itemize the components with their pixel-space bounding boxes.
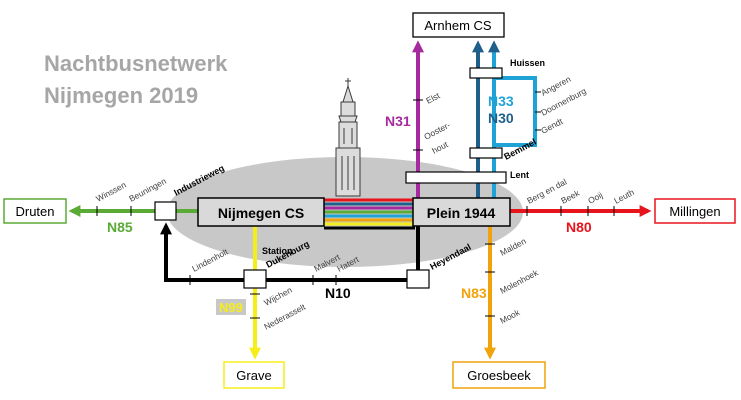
line-label-n85: N85 (107, 219, 133, 235)
hub-plein-1944: Plein 1944 (427, 205, 496, 221)
terminal-druten: Druten (15, 204, 54, 219)
hub-nijmegen-cs: Nijmegen CS (218, 205, 304, 221)
stop-molenhoek: Molenhoek (498, 267, 540, 296)
stop-box-heyendaal (406, 269, 430, 289)
stop-lindenholt: Lindenholt (190, 246, 230, 274)
stop-winssen: Winssen (94, 180, 128, 204)
stop-box-huissen (469, 67, 503, 79)
terminal-box-druten (3, 198, 67, 224)
terminal-groesbeek: Groesbeek (467, 368, 531, 383)
line-label-n99: N99 (219, 300, 243, 315)
stop-elst: Elst (424, 90, 442, 106)
line-label-n99-bg (216, 299, 246, 315)
hub-box-plein-1944 (412, 197, 511, 227)
stop-box-station-dukenburg (243, 269, 267, 289)
title-line-2: Nijmegen 2019 (44, 83, 199, 108)
node-huissen: Huissen (510, 58, 545, 68)
hub-box-nijmegen-cs (197, 197, 325, 227)
line-label-n10: N10 (325, 285, 351, 301)
terminal-box-groesbeek (452, 361, 546, 389)
stop-beuningen: Beuningen (127, 176, 168, 204)
church-tower-icon (335, 78, 361, 197)
line-n10-path (160, 222, 420, 282)
stop-wijchen: Wijchen (262, 285, 294, 308)
stop-box-bemmel (469, 147, 503, 159)
stop-mook: Mook (498, 307, 522, 326)
stop-gendt: Gendt (539, 116, 565, 136)
stop-oosterhout-1: Ooster- (422, 120, 452, 142)
node-lent: Lent (510, 170, 529, 180)
line-label-n30: N30 (488, 110, 514, 126)
stop-ooij: Ooij (586, 190, 604, 206)
node-bemmel: Bemmel (502, 136, 538, 161)
title-line-1: Nachtbusnetwerk (44, 51, 228, 76)
terminal-grave: Grave (236, 368, 271, 383)
stop-leuth: Leuth (612, 187, 636, 206)
terminal-millingen: Millingen (669, 204, 720, 219)
stop-box-industrieweg (154, 201, 177, 221)
stop-oosterhout-2: hout (430, 139, 450, 156)
line-label-n33: N33 (488, 93, 514, 109)
node-station-dukenburg-1: Station (262, 246, 293, 256)
stop-ticks (96, 91, 615, 319)
line-label-n80: N80 (566, 219, 592, 235)
stop-box-lent (405, 171, 507, 184)
hub-connector-bundle (324, 198, 415, 230)
terminal-box-millingen (654, 198, 736, 224)
line-label-n83: N83 (461, 285, 487, 301)
terminal-box-grave (223, 361, 285, 389)
diagram-title: Nachtbusnetwerk Nijmegen 2019 (44, 48, 227, 112)
terminal-box-arnhem (412, 12, 505, 38)
stop-beek: Beek (559, 187, 581, 205)
stop-malden: Malden (498, 236, 528, 258)
line-label-n31: N31 (385, 113, 411, 129)
terminal-arnhem: Arnhem CS (424, 18, 492, 33)
